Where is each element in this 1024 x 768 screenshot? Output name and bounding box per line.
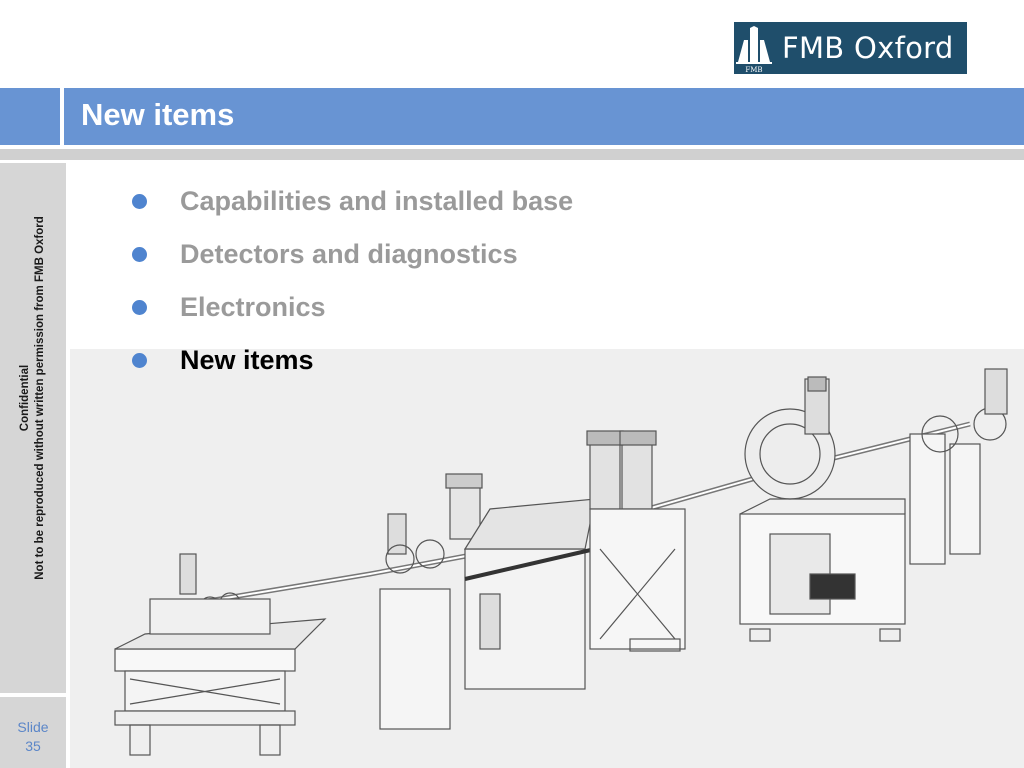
- agenda-list: Capabilities and installed base Detector…: [132, 175, 573, 387]
- agenda-item-label: New items: [180, 345, 314, 375]
- confidential-line: Confidential: [19, 364, 31, 432]
- bullet-icon: [132, 300, 147, 315]
- title-band: [0, 88, 1024, 145]
- beamline-illustration: [70, 349, 1024, 768]
- fmb-building-icon: FMB: [734, 22, 774, 74]
- slide-number: Slide 35: [0, 718, 66, 756]
- agenda-item-label: Electronics: [180, 292, 326, 322]
- logo-mark-text: FMB: [745, 66, 762, 74]
- confidential-notice: Confidential Not to be reproduced withou…: [18, 216, 48, 580]
- slide-title: New items: [81, 97, 235, 132]
- agenda-item-new-items: New items: [132, 334, 573, 387]
- fmb-oxford-logo: FMB FMB Oxford: [734, 22, 967, 74]
- bullet-icon: [132, 247, 147, 262]
- title-divider-shadow: [0, 149, 1024, 160]
- agenda-item-label: Capabilities and installed base: [180, 186, 574, 216]
- bullet-icon: [132, 194, 147, 209]
- slide-label: Slide: [17, 719, 49, 735]
- bullet-icon: [132, 353, 147, 368]
- agenda-item-electronics: Electronics: [132, 281, 573, 334]
- logo-text: FMB Oxford: [782, 31, 954, 65]
- title-divider: [0, 145, 1024, 149]
- title-band-left-block: [0, 88, 64, 145]
- agenda-item-label: Detectors and diagnostics: [180, 239, 518, 269]
- left-sidebar: [0, 163, 66, 693]
- sidebar-footer: [0, 697, 66, 768]
- copyright-line: Not to be reproduced without written per…: [34, 216, 46, 580]
- slide-number-value: 35: [25, 738, 41, 754]
- agenda-item-capabilities: Capabilities and installed base: [132, 175, 573, 228]
- agenda-item-detectors: Detectors and diagnostics: [132, 228, 573, 281]
